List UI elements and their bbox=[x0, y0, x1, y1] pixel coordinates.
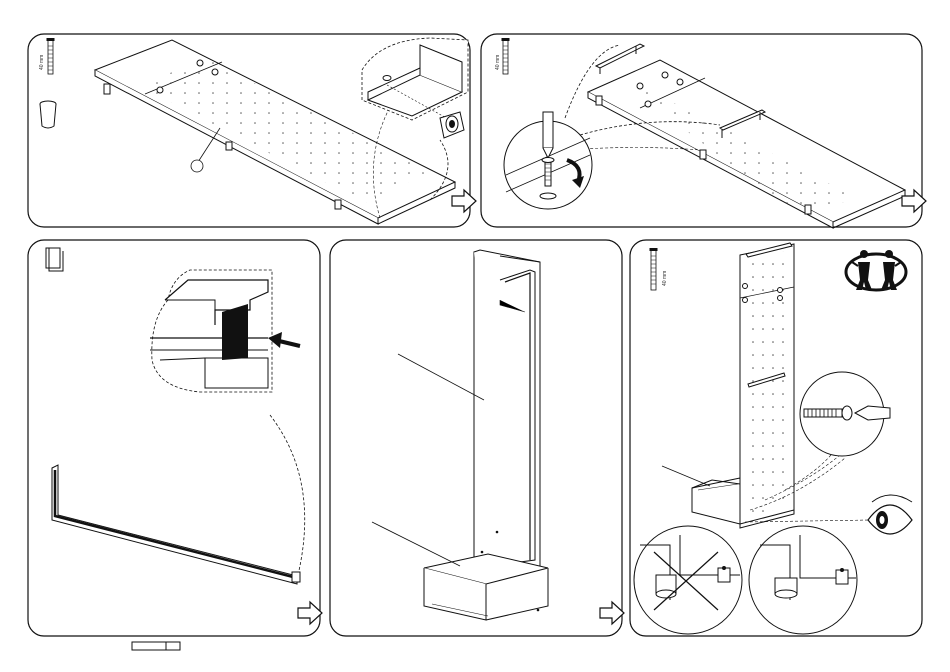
screw-icon bbox=[650, 248, 658, 290]
side-panel bbox=[474, 250, 540, 568]
panel-5: 40 mm bbox=[630, 240, 922, 636]
callout-leader bbox=[372, 522, 460, 566]
panel-1: 40 mm bbox=[28, 34, 476, 227]
plastic-foot-icon bbox=[40, 101, 56, 128]
drawer-box bbox=[424, 554, 548, 620]
next-step-arrow-icon bbox=[600, 602, 624, 624]
page-tab bbox=[132, 642, 180, 650]
felt-pad bbox=[222, 304, 248, 360]
panel-2: 40 mm bbox=[481, 34, 926, 228]
detail-rail-profile bbox=[150, 270, 300, 392]
back-panel bbox=[740, 243, 794, 528]
two-person-lift-icon bbox=[846, 250, 906, 290]
screw-length-label: 40 mm bbox=[39, 55, 45, 70]
eye-icon bbox=[868, 495, 912, 534]
screw-length-label: 40 mm bbox=[662, 271, 668, 286]
panel-4 bbox=[330, 240, 624, 636]
detail-screwdriver bbox=[504, 112, 592, 209]
screw-icon bbox=[502, 38, 510, 74]
detail-correct bbox=[749, 526, 857, 634]
screw-length-label: 40 mm bbox=[495, 55, 501, 70]
screw-icon bbox=[47, 38, 55, 74]
l-shaped-rail bbox=[52, 465, 300, 584]
detail-screw bbox=[800, 372, 890, 456]
detail-wrong bbox=[634, 526, 742, 634]
callout-leader bbox=[662, 466, 710, 486]
panel-3 bbox=[28, 240, 322, 650]
next-step-arrow-icon bbox=[298, 602, 322, 624]
callout-leader bbox=[398, 354, 484, 400]
callout-circle bbox=[191, 160, 203, 172]
drawer-box bbox=[692, 478, 740, 524]
perforated-board bbox=[588, 60, 905, 228]
next-step-arrow-icon bbox=[452, 190, 476, 212]
metal-rail-top bbox=[596, 44, 644, 74]
label-sheet-icon bbox=[46, 248, 60, 268]
detail-dowel-insert bbox=[362, 38, 468, 138]
